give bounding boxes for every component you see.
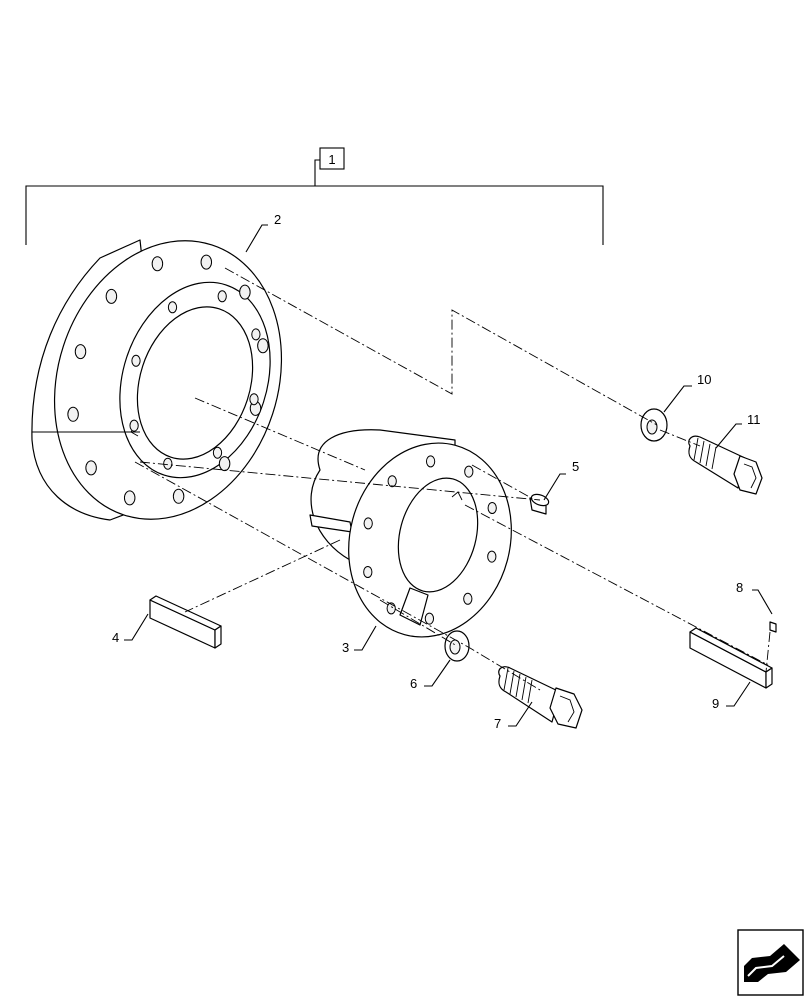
callout-5-group: 5 bbox=[543, 459, 579, 501]
hub-bolt-hole bbox=[363, 566, 373, 578]
flange-bolt-hole bbox=[67, 406, 79, 422]
assembly-bracket: 1 bbox=[25, 147, 604, 245]
flange-bolt-hole bbox=[257, 338, 269, 354]
hub-bolt-hole bbox=[425, 455, 436, 468]
hub-bolt-hole bbox=[387, 475, 397, 488]
callout-2-group: 2 bbox=[245, 212, 281, 253]
flange-bolt-hole bbox=[74, 344, 87, 360]
assembly-center-lines bbox=[134, 267, 771, 691]
washer-6-part bbox=[444, 630, 470, 662]
callout-6-group: 6 bbox=[410, 659, 451, 691]
flange-inner-hole bbox=[249, 393, 259, 406]
washer-10-part bbox=[640, 408, 668, 442]
flange-bolt-hole bbox=[123, 490, 136, 506]
callout-10-group: 10 bbox=[663, 372, 711, 413]
flange-inner-hole bbox=[167, 301, 178, 314]
flange-inner-hole bbox=[251, 328, 261, 341]
callout-3: 3 bbox=[342, 640, 349, 655]
pin-8-part bbox=[769, 621, 777, 633]
callout-8: 8 bbox=[736, 580, 743, 595]
hub-bolt-hole bbox=[464, 465, 474, 478]
callout-9: 9 bbox=[712, 696, 719, 711]
arrow-icon[interactable] bbox=[737, 929, 804, 996]
flange-bolt-hole bbox=[85, 460, 97, 476]
hub-bolt-hole bbox=[487, 550, 497, 563]
bolt-7-part bbox=[498, 666, 583, 729]
flange-bolt-hole bbox=[200, 254, 213, 270]
flange-bolt-hole bbox=[218, 456, 231, 472]
callout-2: 2 bbox=[274, 212, 281, 227]
flange-inner-hole bbox=[163, 457, 173, 470]
callout-6: 6 bbox=[410, 676, 417, 691]
hub-bolt-hole bbox=[363, 517, 373, 530]
flange-inner-hole bbox=[217, 290, 227, 303]
flange-inner-hole bbox=[129, 419, 139, 432]
key-9-part bbox=[689, 627, 773, 689]
flange-bolt-hole bbox=[239, 284, 251, 300]
callout-4-group: 4 bbox=[112, 613, 149, 645]
flange-bolt-hole bbox=[105, 288, 118, 304]
callout-7-group: 7 bbox=[494, 701, 533, 731]
callout-9-group: 9 bbox=[712, 681, 751, 711]
flange-inner-hole bbox=[131, 354, 141, 367]
hub-bolt-hole bbox=[424, 612, 435, 625]
hub-part bbox=[309, 429, 512, 638]
callout-7: 7 bbox=[494, 716, 501, 731]
flange-part bbox=[31, 239, 283, 521]
callout-4: 4 bbox=[112, 630, 119, 645]
callout-10: 10 bbox=[697, 372, 711, 387]
callout-11-group: 11 bbox=[715, 412, 761, 449]
callout-3-group: 3 bbox=[342, 625, 377, 655]
hub-bolt-hole bbox=[463, 592, 473, 605]
bolt-11-part bbox=[688, 435, 763, 495]
flange-inner-hole bbox=[212, 446, 223, 459]
callout-5: 5 bbox=[572, 459, 579, 474]
callout-11: 11 bbox=[747, 412, 761, 427]
flange-bolt-hole bbox=[172, 488, 185, 504]
flange-bolt-hole bbox=[151, 256, 164, 272]
callout-1: 1 bbox=[328, 152, 335, 167]
callout-8-group: 8 bbox=[736, 580, 773, 615]
hub-bolt-hole bbox=[487, 502, 497, 514]
key-part bbox=[149, 595, 222, 649]
